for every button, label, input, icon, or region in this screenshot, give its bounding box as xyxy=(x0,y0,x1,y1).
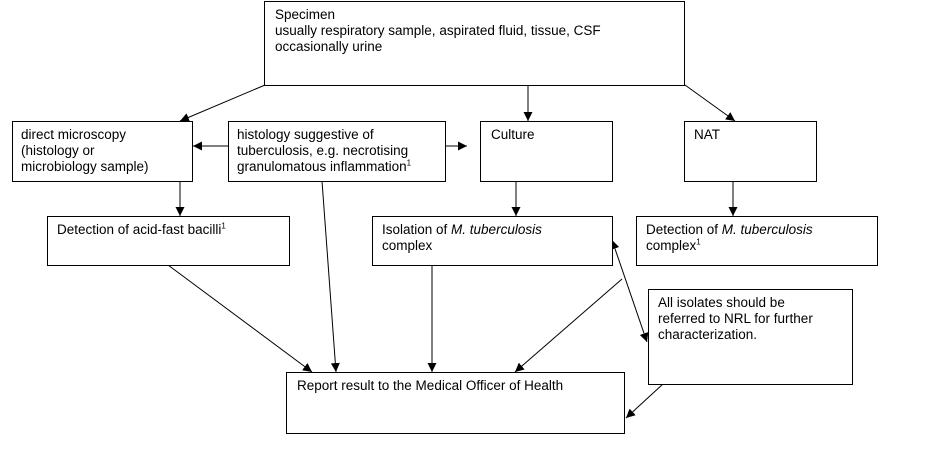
afb-footnote: 1 xyxy=(221,221,226,231)
isolation-line2: complex xyxy=(382,238,433,253)
culture-box: Culture xyxy=(480,121,613,182)
afb-box: Detection of acid-fast bacilli1 xyxy=(47,216,290,266)
histology-line3: granulomatous inflammation1 xyxy=(237,159,437,175)
detection-line2: complex1 xyxy=(646,238,868,254)
arrow-afb-to-report xyxy=(167,264,313,373)
direct-microscopy-line2: (histology or xyxy=(21,143,95,158)
detection-pre: Detection of xyxy=(646,222,722,237)
arrow-histology-to-report xyxy=(321,180,340,373)
report-box: Report result to the Medical Officer of … xyxy=(286,372,625,434)
detection-organism: M. tuberculosis xyxy=(721,222,813,237)
specimen-types: usually respiratory sample, aspirated fl… xyxy=(275,23,601,38)
culture-label: Culture xyxy=(491,127,535,142)
isolation-pre: Isolation of xyxy=(382,222,452,237)
arrow-specimen-to-nat xyxy=(684,84,736,122)
arrow-detection-to-report xyxy=(514,278,623,373)
histology-line2: tuberculosis, e.g. necrotising xyxy=(237,143,409,158)
direct-microscopy-box: direct microscopy (histology or microbio… xyxy=(12,121,193,182)
histology-footnote: 1 xyxy=(406,158,412,168)
nat-box: NAT xyxy=(684,121,817,182)
arrow-isolation-isolates-bidirectional xyxy=(610,239,649,343)
histology-line1: histology suggestive of xyxy=(237,127,374,142)
arrow-specimen-to-microscopy xyxy=(179,84,266,122)
afb-label: Detection of acid-fast bacilli xyxy=(57,222,222,237)
histology-box: histology suggestive of tuberculosis, e.… xyxy=(228,121,446,182)
detection-complex: complex xyxy=(646,238,697,253)
isolates-note-line1: All isolates should be xyxy=(658,295,785,310)
arrow-isolates-to-report xyxy=(625,383,664,419)
histology-line3-text: granulomatous inflammation xyxy=(237,159,407,174)
detection-footnote: 1 xyxy=(696,237,701,247)
specimen-title: Specimen xyxy=(275,7,336,22)
isolation-organism: M. tuberculosis xyxy=(451,222,542,237)
nat-label: NAT xyxy=(694,127,720,142)
isolation-box: Isolation of M. tuberculosis complex xyxy=(372,216,613,266)
isolates-note-line2: referred to NRL for further xyxy=(658,311,813,326)
direct-microscopy-line3: microbiology sample) xyxy=(21,159,149,174)
isolates-note-box: All isolates should be referred to NRL f… xyxy=(648,289,853,385)
detection-mtb-box: Detection of M. tuberculosis complex1 xyxy=(636,216,878,266)
isolates-note-line3: characterization. xyxy=(658,327,758,342)
afb-line: Detection of acid-fast bacilli1 xyxy=(57,222,280,238)
specimen-urine: occasionally urine xyxy=(275,39,383,54)
report-label: Report result to the Medical Officer of … xyxy=(297,378,564,393)
specimen-box: Specimen usually respiratory sample, asp… xyxy=(264,1,685,86)
isolation-line1: Isolation of M. tuberculosis xyxy=(382,222,603,238)
direct-microscopy-line1: direct microscopy xyxy=(21,127,127,142)
detection-line1: Detection of M. tuberculosis xyxy=(646,222,868,238)
